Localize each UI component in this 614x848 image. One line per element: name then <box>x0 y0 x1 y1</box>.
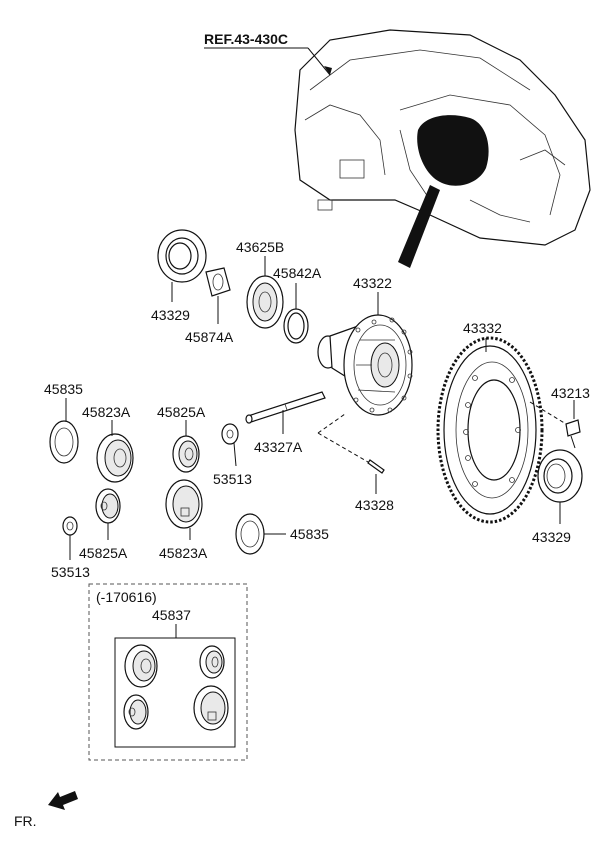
label-43329-top[interactable]: 43329 <box>151 307 190 323</box>
kit-box <box>88 583 248 761</box>
part-45835-washer-bottom <box>235 513 286 555</box>
label-43213[interactable]: 43213 <box>551 385 590 401</box>
part-43332-ring-gear <box>436 336 544 524</box>
label-43322[interactable]: 43322 <box>353 275 392 291</box>
part-43322-diff-case <box>317 292 413 416</box>
front-direction-indicator: FR. <box>14 791 78 829</box>
ref-label[interactable]: REF.43-430C <box>204 31 288 47</box>
label-45823A-top[interactable]: 45823A <box>82 404 131 420</box>
part-43327A-shaft <box>245 391 326 434</box>
part-53513-washer-right <box>221 423 239 467</box>
label-43625B[interactable]: 43625B <box>236 239 284 255</box>
label-45825A-top[interactable]: 45825A <box>157 404 206 420</box>
part-43329-bearing-right <box>537 449 583 524</box>
part-43213-bolt <box>529 400 581 449</box>
label-43329-right[interactable]: 43329 <box>532 529 571 545</box>
kit-gear-3 <box>123 694 149 730</box>
kit-gear-2 <box>199 645 225 679</box>
direction-label: FR. <box>14 813 37 829</box>
part-53513-washer-left <box>62 516 78 560</box>
kit-gear-4 <box>193 685 229 731</box>
label-45835-left[interactable]: 45835 <box>44 381 83 397</box>
label-43328[interactable]: 43328 <box>355 497 394 513</box>
kit-date-label[interactable]: (-170616) <box>96 589 157 605</box>
part-43328-pin <box>317 413 385 494</box>
ref-callout[interactable]: REF.43-430C <box>204 31 332 76</box>
label-45842A[interactable]: 45842A <box>273 265 322 281</box>
transaxle-housing <box>294 29 591 268</box>
part-45823A-side-gear-bottom <box>165 479 203 540</box>
part-45823A-side-gear-top <box>96 420 134 483</box>
label-45835-bottom[interactable]: 45835 <box>290 526 329 542</box>
part-45874A-shim <box>205 267 231 324</box>
label-45874A[interactable]: 45874A <box>185 329 234 345</box>
part-43329-bearing-top <box>157 229 207 302</box>
front-arrow-icon <box>48 791 78 810</box>
part-43625B-gear <box>246 256 284 329</box>
label-45823A-bottom[interactable]: 45823A <box>159 545 208 561</box>
label-53513-left[interactable]: 53513 <box>51 564 90 580</box>
part-45842A-ring <box>283 283 309 344</box>
label-53513-right[interactable]: 53513 <box>213 471 252 487</box>
label-45825A-bottom[interactable]: 45825A <box>79 545 128 561</box>
label-45837[interactable]: 45837 <box>152 607 191 623</box>
part-45835-washer-left <box>49 398 79 464</box>
part-45825A-pinion-top <box>172 420 200 473</box>
label-43327A[interactable]: 43327A <box>254 439 303 455</box>
label-43332[interactable]: 43332 <box>463 320 502 336</box>
part-45825A-pinion-bottom <box>95 488 121 540</box>
kit-gear-1 <box>124 644 158 688</box>
